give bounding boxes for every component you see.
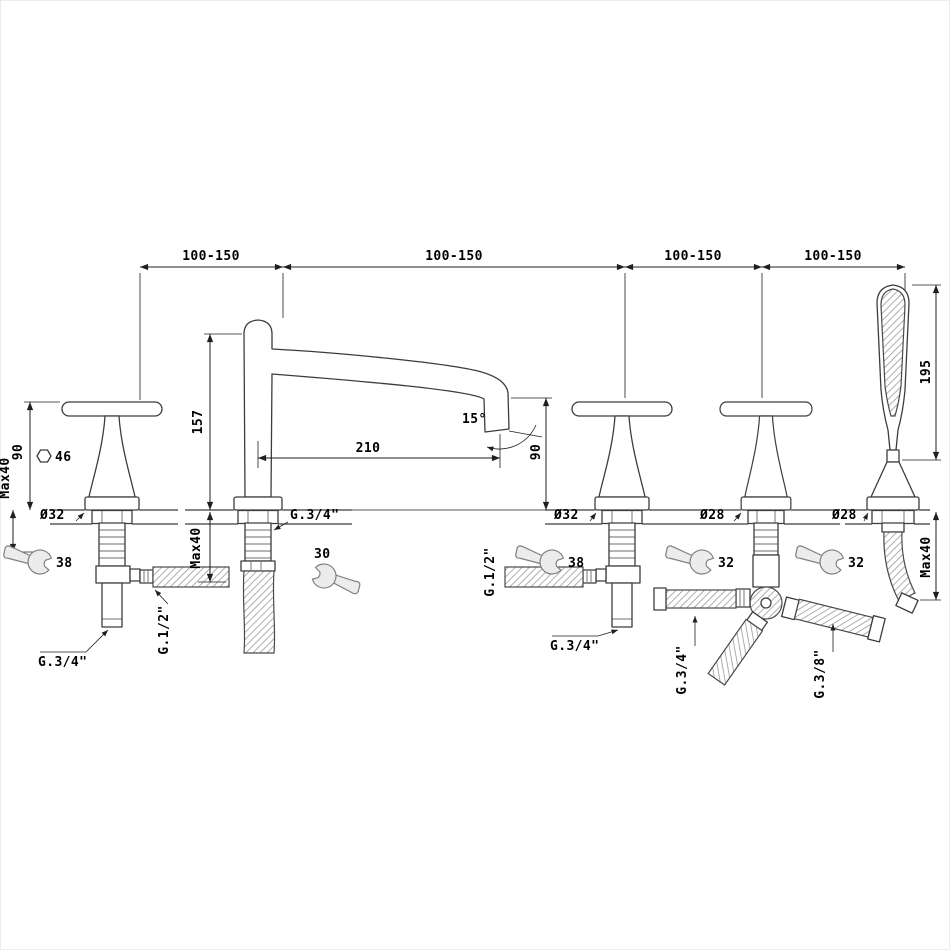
dim-span-4: 100-150: [804, 249, 862, 264]
diverter-diameter-dim: Ø28: [699, 508, 725, 523]
hand-shower-length-dim: 195: [919, 360, 934, 385]
spout-angle-dim: 15°: [462, 412, 487, 427]
diverter-thread-left-label: G.3/4": [675, 645, 690, 694]
spout-flange: [233, 496, 283, 511]
spout-hose-fitting: [240, 560, 276, 572]
diverter-down-hose: [707, 611, 769, 686]
diverter-body: [752, 554, 780, 588]
diverter-wrench-dim: 32: [718, 556, 734, 571]
hand-shower-diameter-dim: Ø28: [831, 508, 857, 523]
spout-tailpiece: [244, 522, 272, 562]
hand-shower-deck-max-dim: Max40: [919, 536, 934, 577]
hand-shower-holder-cone: [870, 461, 916, 498]
wrench-icon: [662, 541, 716, 577]
left-valve-deck-max-dim: Max40: [0, 457, 13, 498]
hand-shower-hose-fitting: [881, 522, 905, 533]
diverter-thread-right-label: G.3/8": [813, 649, 828, 698]
diverter-locknut: [747, 509, 785, 525]
hand-shower-wrench-dim: 32: [848, 556, 864, 571]
right-valve-diameter-dim: Ø32: [553, 508, 579, 523]
left-valve-outlet-thread-label: G.3/4": [38, 655, 87, 670]
left-valve-inlet-pipe: [101, 582, 123, 628]
diverter-valve: Ø28 32 G.3/4" G.3/8": [653, 401, 886, 699]
left-hose-fitting: [139, 569, 154, 584]
spout-body: [243, 319, 510, 498]
spout-height-dim: 157: [191, 410, 206, 435]
spout-thread-label: G.3/4": [290, 508, 339, 523]
hand-shower-grip: [880, 288, 906, 417]
right-valve-handle: [571, 401, 673, 511]
spout-locknut: [237, 509, 279, 525]
left-valve-diameter-dim: Ø32: [39, 508, 65, 523]
wrench-icon: [792, 541, 846, 577]
left-valve-tee: [95, 565, 131, 584]
dim-span-2: 100-150: [425, 249, 483, 264]
right-valve-inlet-pipe: [611, 582, 633, 628]
diverter-left-fitting: [735, 588, 751, 608]
right-hose-fitting: [582, 569, 597, 584]
left-valve-locknut: [91, 509, 133, 525]
hand-shower-locknut: [871, 509, 915, 525]
top-dimension-chain: 100-150 100-150 100-150 100-150: [139, 249, 906, 400]
left-valve-hex-dim: 46: [55, 450, 71, 465]
diverter-tailpiece: [753, 522, 779, 556]
left-valve-handle: [61, 401, 163, 511]
spout: 157 Max40 G.3/4" 30 210 15° 90: [185, 319, 556, 654]
left-valve-height-dim: 90: [11, 444, 26, 460]
wrench-icon: [310, 561, 364, 598]
right-valve-tee: [605, 565, 641, 584]
hand-shower-flange: [866, 496, 920, 511]
right-valve-locknut: [601, 509, 643, 525]
diverter-handle: [719, 401, 813, 511]
diverter-left-hose: [665, 589, 737, 609]
left-flex-hose: [152, 566, 230, 588]
spout-wrench-dim: 30: [314, 547, 330, 562]
hand-shower-hose: [883, 531, 916, 602]
wrench-icon: [0, 541, 54, 577]
left-valve-tailpiece: [98, 522, 126, 567]
spout-outlet-height-dim: 90: [529, 444, 544, 460]
spout-flex-hose: [242, 570, 276, 654]
dim-span-1: 100-150: [182, 249, 240, 264]
right-valve-outlet-thread-label: G.3/4": [550, 639, 599, 654]
right-valve-wrench-dim: 38: [568, 556, 584, 571]
dim-span-3: 100-150: [664, 249, 722, 264]
left-valve-hose-thread-label: G.1/2": [157, 605, 172, 654]
right-valve-hose-thread-label: G.1/2": [483, 547, 498, 596]
spout-deck-max-dim: Max40: [189, 527, 204, 568]
hex-icon: [36, 449, 52, 463]
spout-reach-dim: 210: [356, 441, 381, 456]
right-valve-tailpiece: [608, 522, 636, 567]
hand-shower: 195 Ø28 32 Max40: [792, 284, 941, 614]
left-valve-wrench-dim: 38: [56, 556, 72, 571]
right-valve: Ø32 38 G.1/2" G.3/4": [483, 401, 700, 654]
